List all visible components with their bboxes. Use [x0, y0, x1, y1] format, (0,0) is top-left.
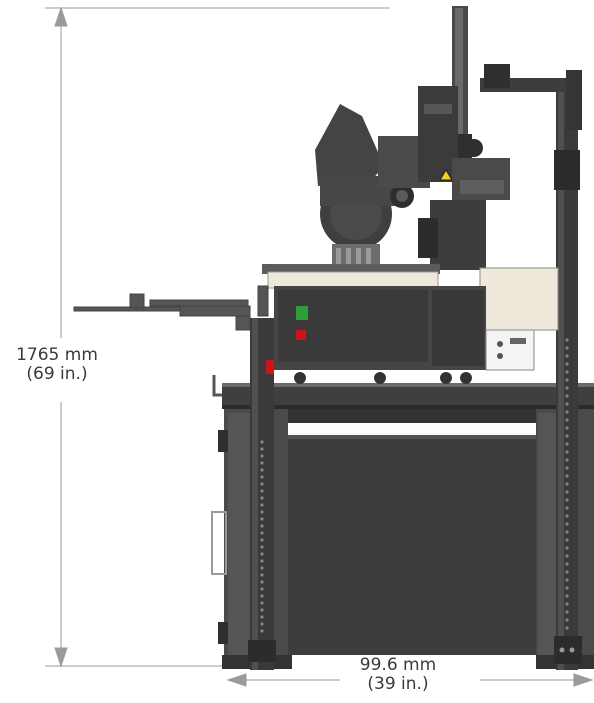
post-hole [565, 426, 569, 430]
post-hole [565, 378, 569, 382]
post-hole [565, 362, 569, 366]
post-hole [565, 418, 569, 422]
post-hole [260, 531, 264, 535]
post-hole [565, 394, 569, 398]
post-hole [565, 498, 569, 502]
sample-tray-arm [73, 285, 269, 331]
post-hole [260, 475, 264, 479]
post-hole [260, 545, 264, 549]
post-hole [260, 601, 264, 605]
post-hole [260, 608, 264, 612]
microscope-head [315, 86, 510, 270]
post-hole [565, 346, 569, 350]
post-hole [565, 506, 569, 510]
post-hole [260, 510, 264, 514]
post-hole [565, 578, 569, 582]
post-hole [565, 450, 569, 454]
rear-post [554, 84, 582, 670]
post-hole [565, 554, 569, 558]
monitor-arm [480, 64, 582, 130]
post-hole [260, 517, 264, 521]
post-hole [565, 522, 569, 526]
post-hole [260, 615, 264, 619]
post-hole [565, 618, 569, 622]
post-hole [565, 474, 569, 478]
post-hole [565, 410, 569, 414]
post-hole [565, 594, 569, 598]
post-hole [260, 622, 264, 626]
post-hole [260, 573, 264, 577]
post-hole [260, 454, 264, 458]
post-hole [260, 468, 264, 472]
post-hole [565, 530, 569, 534]
post-hole [260, 447, 264, 451]
post-hole [565, 626, 569, 630]
post-hole [565, 386, 569, 390]
post-hole [260, 440, 264, 444]
post-hole [565, 490, 569, 494]
post-hole [565, 402, 569, 406]
post-hole [565, 482, 569, 486]
post-hole [260, 552, 264, 556]
post-hole [260, 524, 264, 528]
post-hole [260, 559, 264, 563]
width-dimension-label: 99.6 mm (39 in.) [343, 656, 453, 694]
post-hole [260, 566, 264, 570]
post-hole [565, 458, 569, 462]
post-hole [565, 338, 569, 342]
width-dimension-line [226, 673, 594, 687]
post-hole [260, 461, 264, 465]
post-hole [260, 587, 264, 591]
post-hole [260, 503, 264, 507]
height-dimension-label: 1765 mm (69 in.) [2, 346, 112, 384]
post-hole [260, 580, 264, 584]
height-dimension-line [45, 6, 390, 668]
post-hole [565, 586, 569, 590]
post-hole [565, 466, 569, 470]
post-hole [260, 538, 264, 542]
post-hole [565, 546, 569, 550]
post-hole [260, 594, 264, 598]
post-hole [260, 629, 264, 633]
post-hole [565, 434, 569, 438]
post-hole [260, 489, 264, 493]
width-imperial: (39 in.) [367, 674, 429, 694]
post-hole [565, 442, 569, 446]
post-hole [565, 570, 569, 574]
post-hole [260, 496, 264, 500]
height-metric: 1765 mm [16, 345, 98, 365]
post-hole [565, 538, 569, 542]
stage-assembly [262, 264, 559, 384]
post-hole [565, 562, 569, 566]
post-hole [565, 602, 569, 606]
post-hole [565, 354, 569, 358]
post-hole [565, 610, 569, 614]
front-post [248, 318, 276, 670]
post-hole [565, 514, 569, 518]
height-imperial: (69 in.) [26, 364, 88, 384]
post-hole [260, 482, 264, 486]
width-metric: 99.6 mm [359, 655, 437, 675]
post-hole [565, 370, 569, 374]
